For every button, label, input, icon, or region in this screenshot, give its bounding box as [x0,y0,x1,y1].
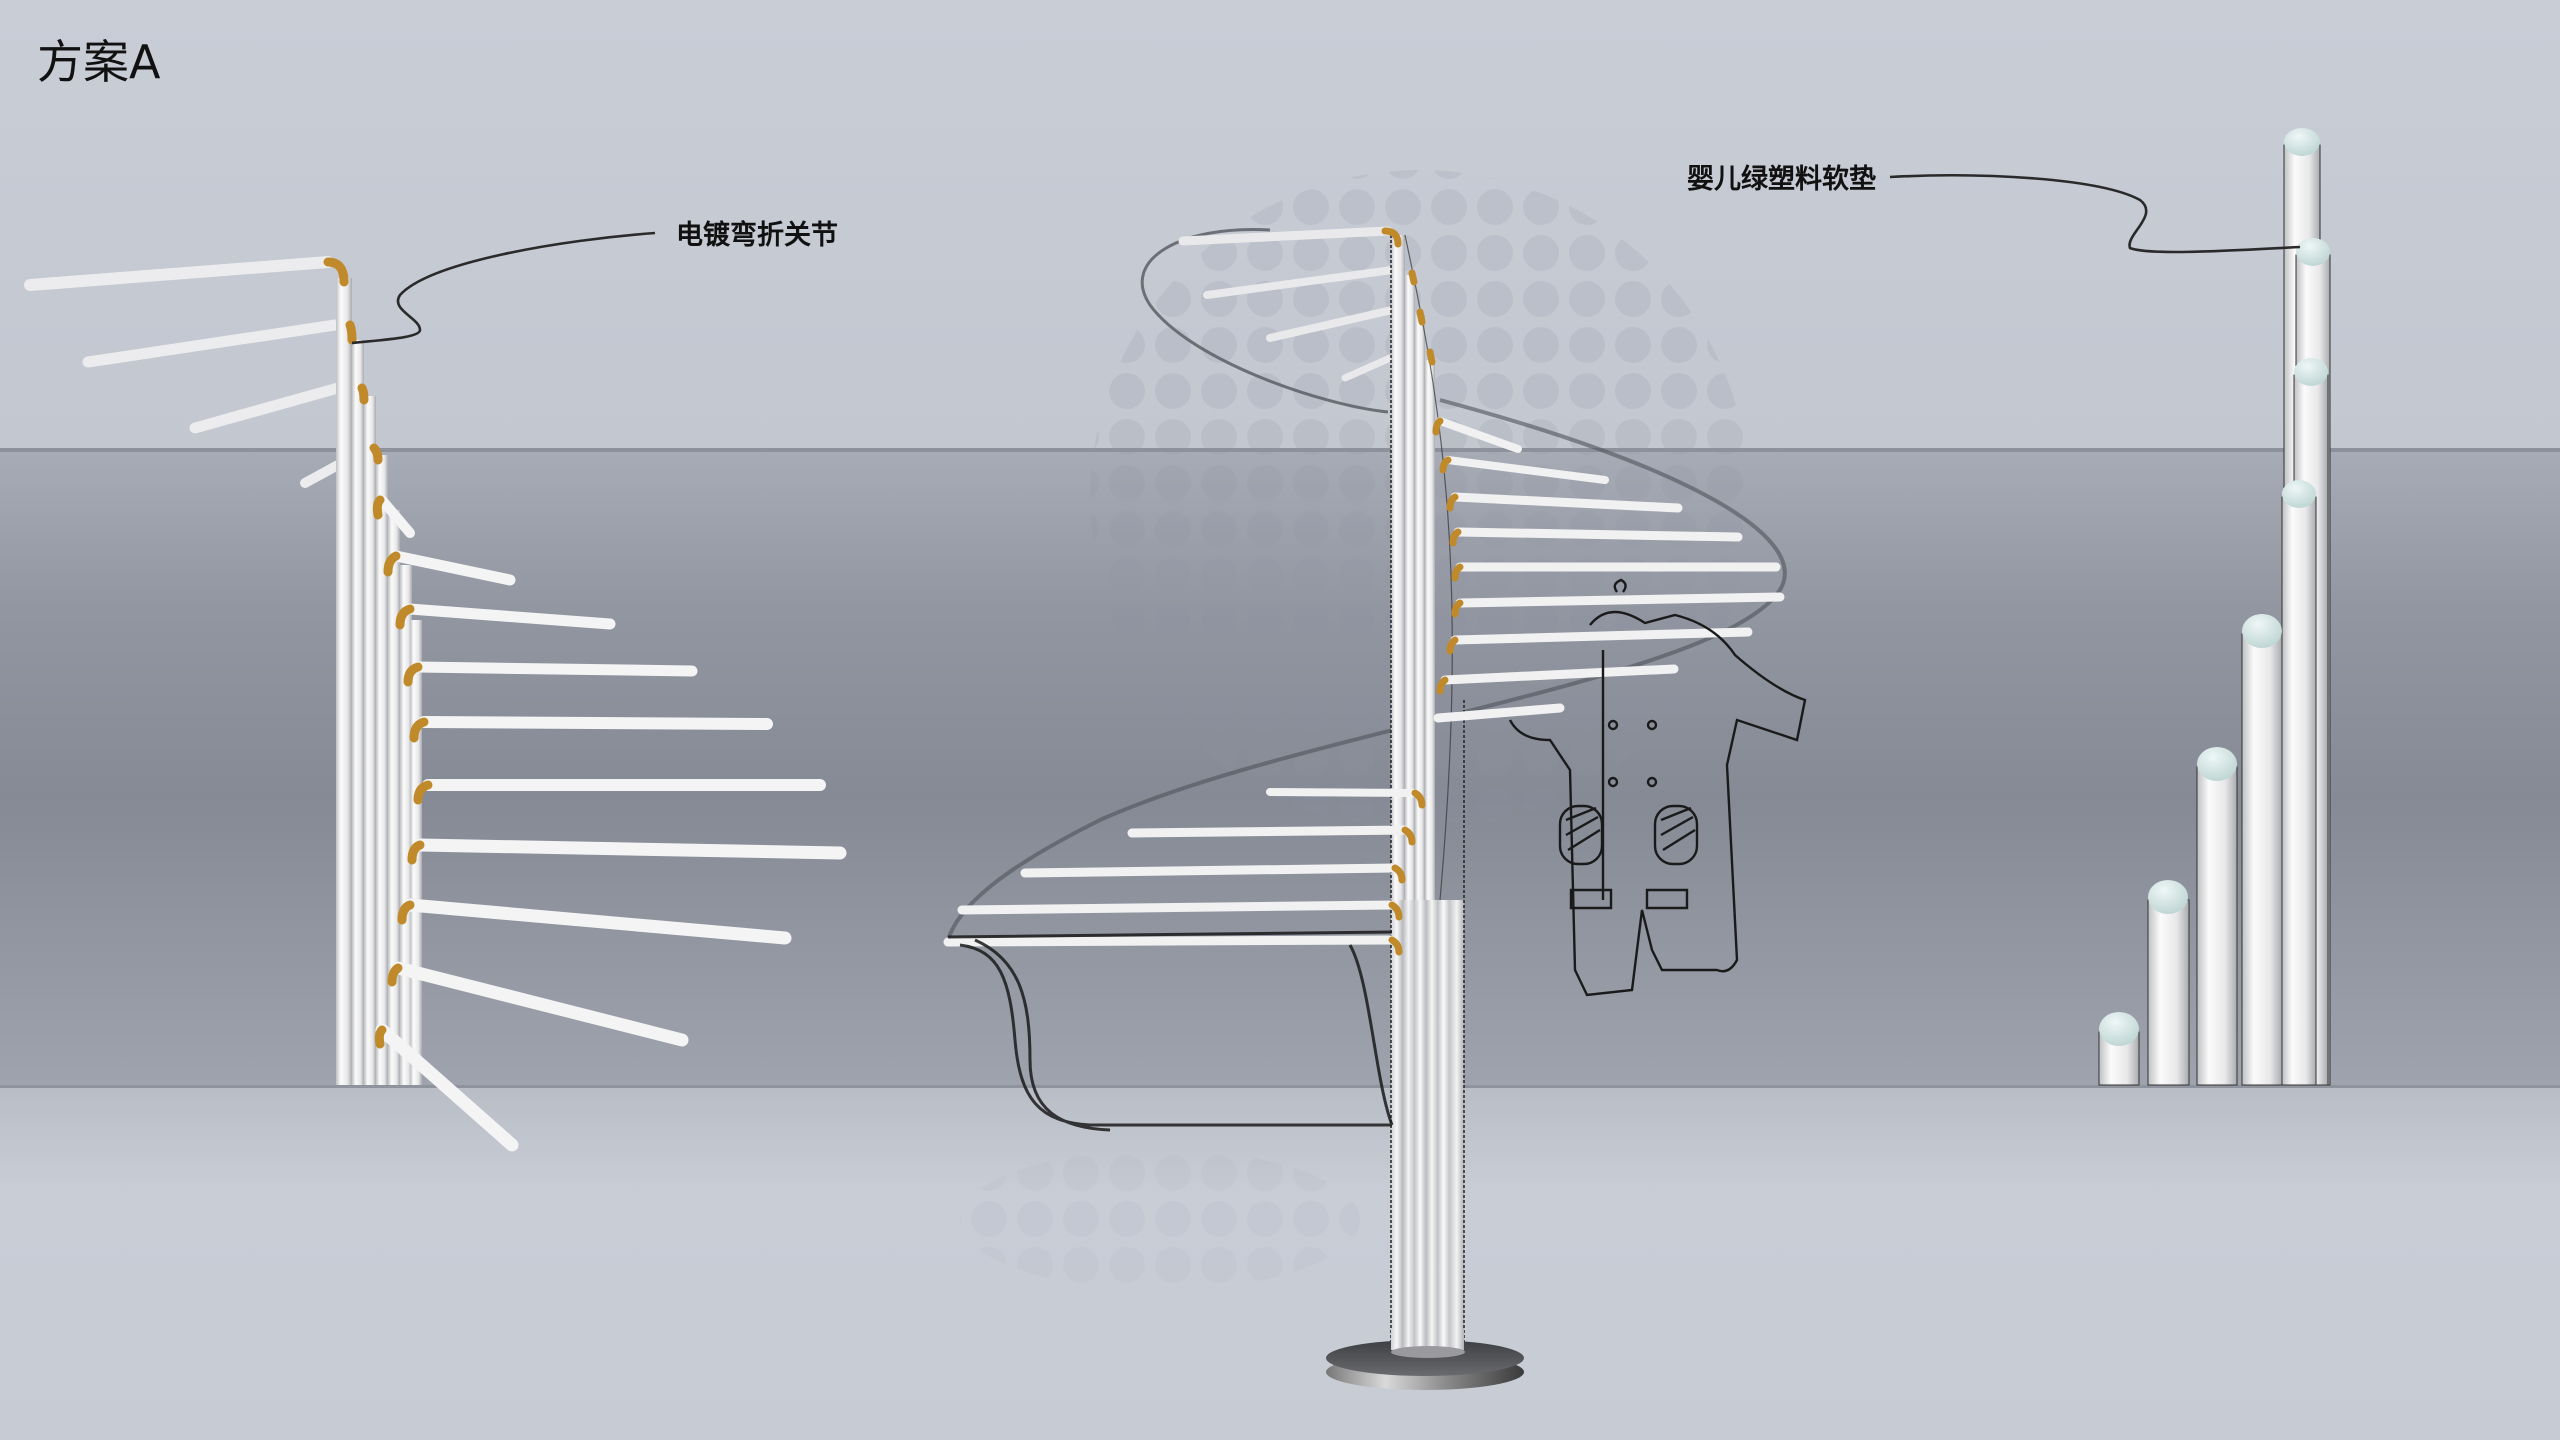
callout-plated-joint: 电镀弯折关节 [676,220,838,251]
leader-line-pad [1889,174,2301,254]
halftone-texture [960,170,1750,1290]
plated-joint-icons [323,257,433,1049]
page-title: 方案A [37,35,161,89]
left-stand [24,231,847,1152]
leader-line-joint [351,231,656,345]
soft-pad-icon [2284,128,2320,156]
baby-romper-sketch [1508,578,1807,997]
callout-soft-pad: 婴儿绿塑料软垫 [1687,164,1876,195]
center-stand [943,226,1787,1390]
towel-sketch [947,930,1394,1132]
right-stand [1889,128,2331,1086]
